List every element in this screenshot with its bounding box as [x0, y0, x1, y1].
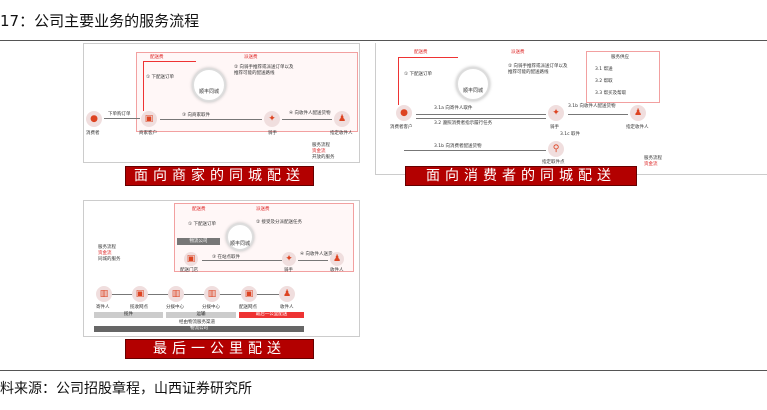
sorting-center-icon: ▥: [168, 286, 184, 302]
services-title: 服务供应: [611, 55, 629, 60]
span-label: 经由物流服务渠道: [179, 320, 215, 325]
recipient-icon: ♟: [330, 252, 344, 266]
pickup-point-icon: ⚲: [548, 141, 564, 157]
node-label: 商家客户: [139, 131, 157, 136]
step-label: ③ 向商家取件: [182, 113, 210, 118]
fee-label: 配送费: [414, 50, 428, 55]
service-item: 3.3 帮买及帮取: [595, 91, 627, 96]
fee-label: 配送费: [192, 207, 206, 212]
panel-merchant: 配送费 派送费 顺丰同城 ① 下配送订单 ② 向骑手推荐或派送订单以及推荐可能的…: [83, 43, 360, 163]
step-label: ① 下配送订单: [404, 72, 432, 77]
segment-last-mile: 最后一公里配送: [239, 312, 304, 318]
recipient-icon: ♟: [279, 286, 295, 302]
node-label: 骑手: [268, 131, 277, 136]
legend-item: 同城的服务: [98, 257, 121, 262]
sender-icon: ▥: [96, 286, 112, 302]
banner-last-mile: 最后一公里配送: [125, 339, 314, 359]
rider-icon: ✦: [264, 111, 280, 127]
step-label: ① 下配送订单: [146, 75, 174, 80]
legend-item: 开放的服务: [312, 155, 335, 160]
step-label: ① 下配送订单: [188, 222, 216, 227]
legend-item: 资金流: [644, 162, 658, 167]
collection-point-icon: ▣: [132, 286, 148, 302]
node-label: 指定收件人: [626, 125, 649, 130]
rider-icon: ✦: [282, 252, 296, 266]
consumer-icon: ●: [86, 111, 102, 127]
step-label: ② 向骑手推荐或派送订单以及推荐可能的配送路线: [508, 64, 568, 75]
sf-hub-logo: 顺丰同城: [226, 223, 254, 251]
legend-item: 服务流程: [98, 245, 116, 250]
merchant-icon: ▣: [141, 111, 157, 127]
chain-label: 收件人: [280, 305, 294, 310]
service-zone: [136, 52, 358, 132]
source-note: 料来源：公司招股章程，山西证券研究所: [0, 381, 252, 397]
chain-label: 揽收网点: [130, 305, 148, 310]
delivery-point-icon: ▣: [241, 286, 257, 302]
node-label: 骑手: [284, 268, 293, 273]
step-label: ④ 向收件人配送货物: [289, 111, 331, 116]
chain-label: 分拨中心: [202, 305, 220, 310]
panel-consumer: 配送费 派送费 顺丰同城 ① 下配送订单 ② 向骑手推荐或派送订单以及推荐可能的…: [375, 43, 767, 175]
fee-label: 派送费: [511, 50, 525, 55]
step-label: ② 接受及分派配送任务: [256, 220, 302, 225]
station-icon: ▣: [184, 252, 198, 266]
top-rule: [0, 40, 767, 41]
fee-label: 配送费: [150, 55, 164, 60]
node-label: 消费者客户: [390, 125, 413, 130]
step-label: 3.1b 向收件人配送货物: [568, 104, 616, 109]
step-label: 3.1b 向消费者配送货物: [434, 144, 482, 149]
node-label: 配送门店: [180, 268, 198, 273]
step-label: ④ 向收件人送货: [300, 252, 333, 257]
chain-label: 寄件人: [96, 305, 110, 310]
node-label: 消费者: [86, 131, 100, 136]
sf-hub-logo: 顺丰同城: [192, 68, 226, 102]
node-label: 骑手: [550, 125, 559, 130]
edge-label: 下单购订单: [108, 112, 131, 117]
customer-icon: ●: [396, 105, 412, 121]
node-label: 指定取件点: [542, 160, 565, 165]
sf-hub-logo: 顺丰同城: [456, 67, 490, 101]
legend-item: 服务流程: [312, 143, 330, 148]
sorting-center-icon: ▥: [204, 286, 220, 302]
node-label: 指定收件人: [330, 131, 353, 136]
legend-item: 服务流程: [644, 156, 662, 161]
service-item: 3.2 帮取: [595, 79, 613, 84]
segment-pickup: 揽件: [94, 312, 163, 318]
fee-label: 派送费: [256, 207, 270, 212]
chain-label: 分拨中心: [166, 305, 184, 310]
chain-label: 配送网点: [239, 305, 257, 310]
segment-transport: 运输: [166, 312, 236, 318]
step-label: 3.1a 向寄件人取件: [434, 106, 473, 111]
legend-item: 资金流: [98, 251, 112, 256]
logistics-company-bar: 物流公司: [94, 326, 304, 332]
panel-last-mile: 配送费 派送费 顺丰同城 ① 下配送订单 ② 接受及分派配送任务 物流公司 ▣ …: [83, 200, 360, 337]
rider-icon: ✦: [548, 105, 564, 121]
node-label: 收件人: [330, 268, 344, 273]
figure-title: 17：公司主要业务的服务流程: [0, 12, 200, 30]
step-label: ② 向骑手推荐或派送订单以及推荐可能的配送路线: [234, 65, 294, 76]
step-label: 3.2 遵照消费者指示履行任务: [434, 121, 493, 126]
recipient-icon: ♟: [334, 111, 350, 127]
bottom-rule: [0, 370, 767, 371]
service-item: 3.1 帮送: [595, 67, 613, 72]
fee-label: 派送费: [244, 55, 258, 60]
legend-item: 资金流: [312, 149, 326, 154]
banner-merchant: 面向商家的同城配送: [125, 166, 314, 186]
banner-consumer: 面向消费者的同城配送: [405, 166, 637, 186]
recipient-icon: ♟: [630, 105, 646, 121]
services-box: 服务供应 3.1 帮送 3.2 帮取 3.3 帮买及帮取: [586, 51, 660, 103]
logistics-company-tag: 物流公司: [177, 238, 220, 245]
step-label: ③ 在站点取件: [212, 255, 240, 260]
step-label: 3.1c 取件: [560, 132, 581, 137]
